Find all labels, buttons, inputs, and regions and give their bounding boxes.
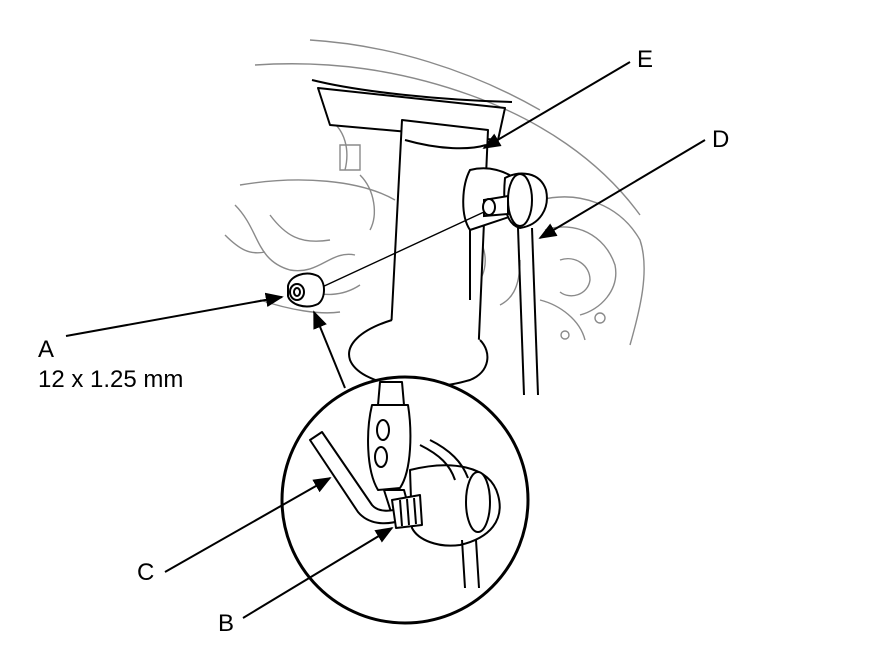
label-d: D <box>712 126 730 153</box>
inset-pointer <box>313 310 346 389</box>
leader-lines <box>65 61 706 619</box>
nut-a <box>287 211 485 308</box>
leader-c <box>164 477 332 573</box>
stabilizer-link <box>482 172 548 396</box>
leader-e <box>482 61 631 149</box>
detail-inset <box>280 375 530 625</box>
label-a: A <box>38 336 55 363</box>
label-a-thread-spec: 12 x 1.25 mm <box>38 366 184 393</box>
label-b: B <box>218 610 235 637</box>
strut-assembly <box>311 79 516 389</box>
leader-d <box>538 139 706 239</box>
label-e: E <box>637 46 654 73</box>
leader-b <box>242 527 394 619</box>
leader-a <box>65 292 284 337</box>
label-c: C <box>137 559 155 586</box>
